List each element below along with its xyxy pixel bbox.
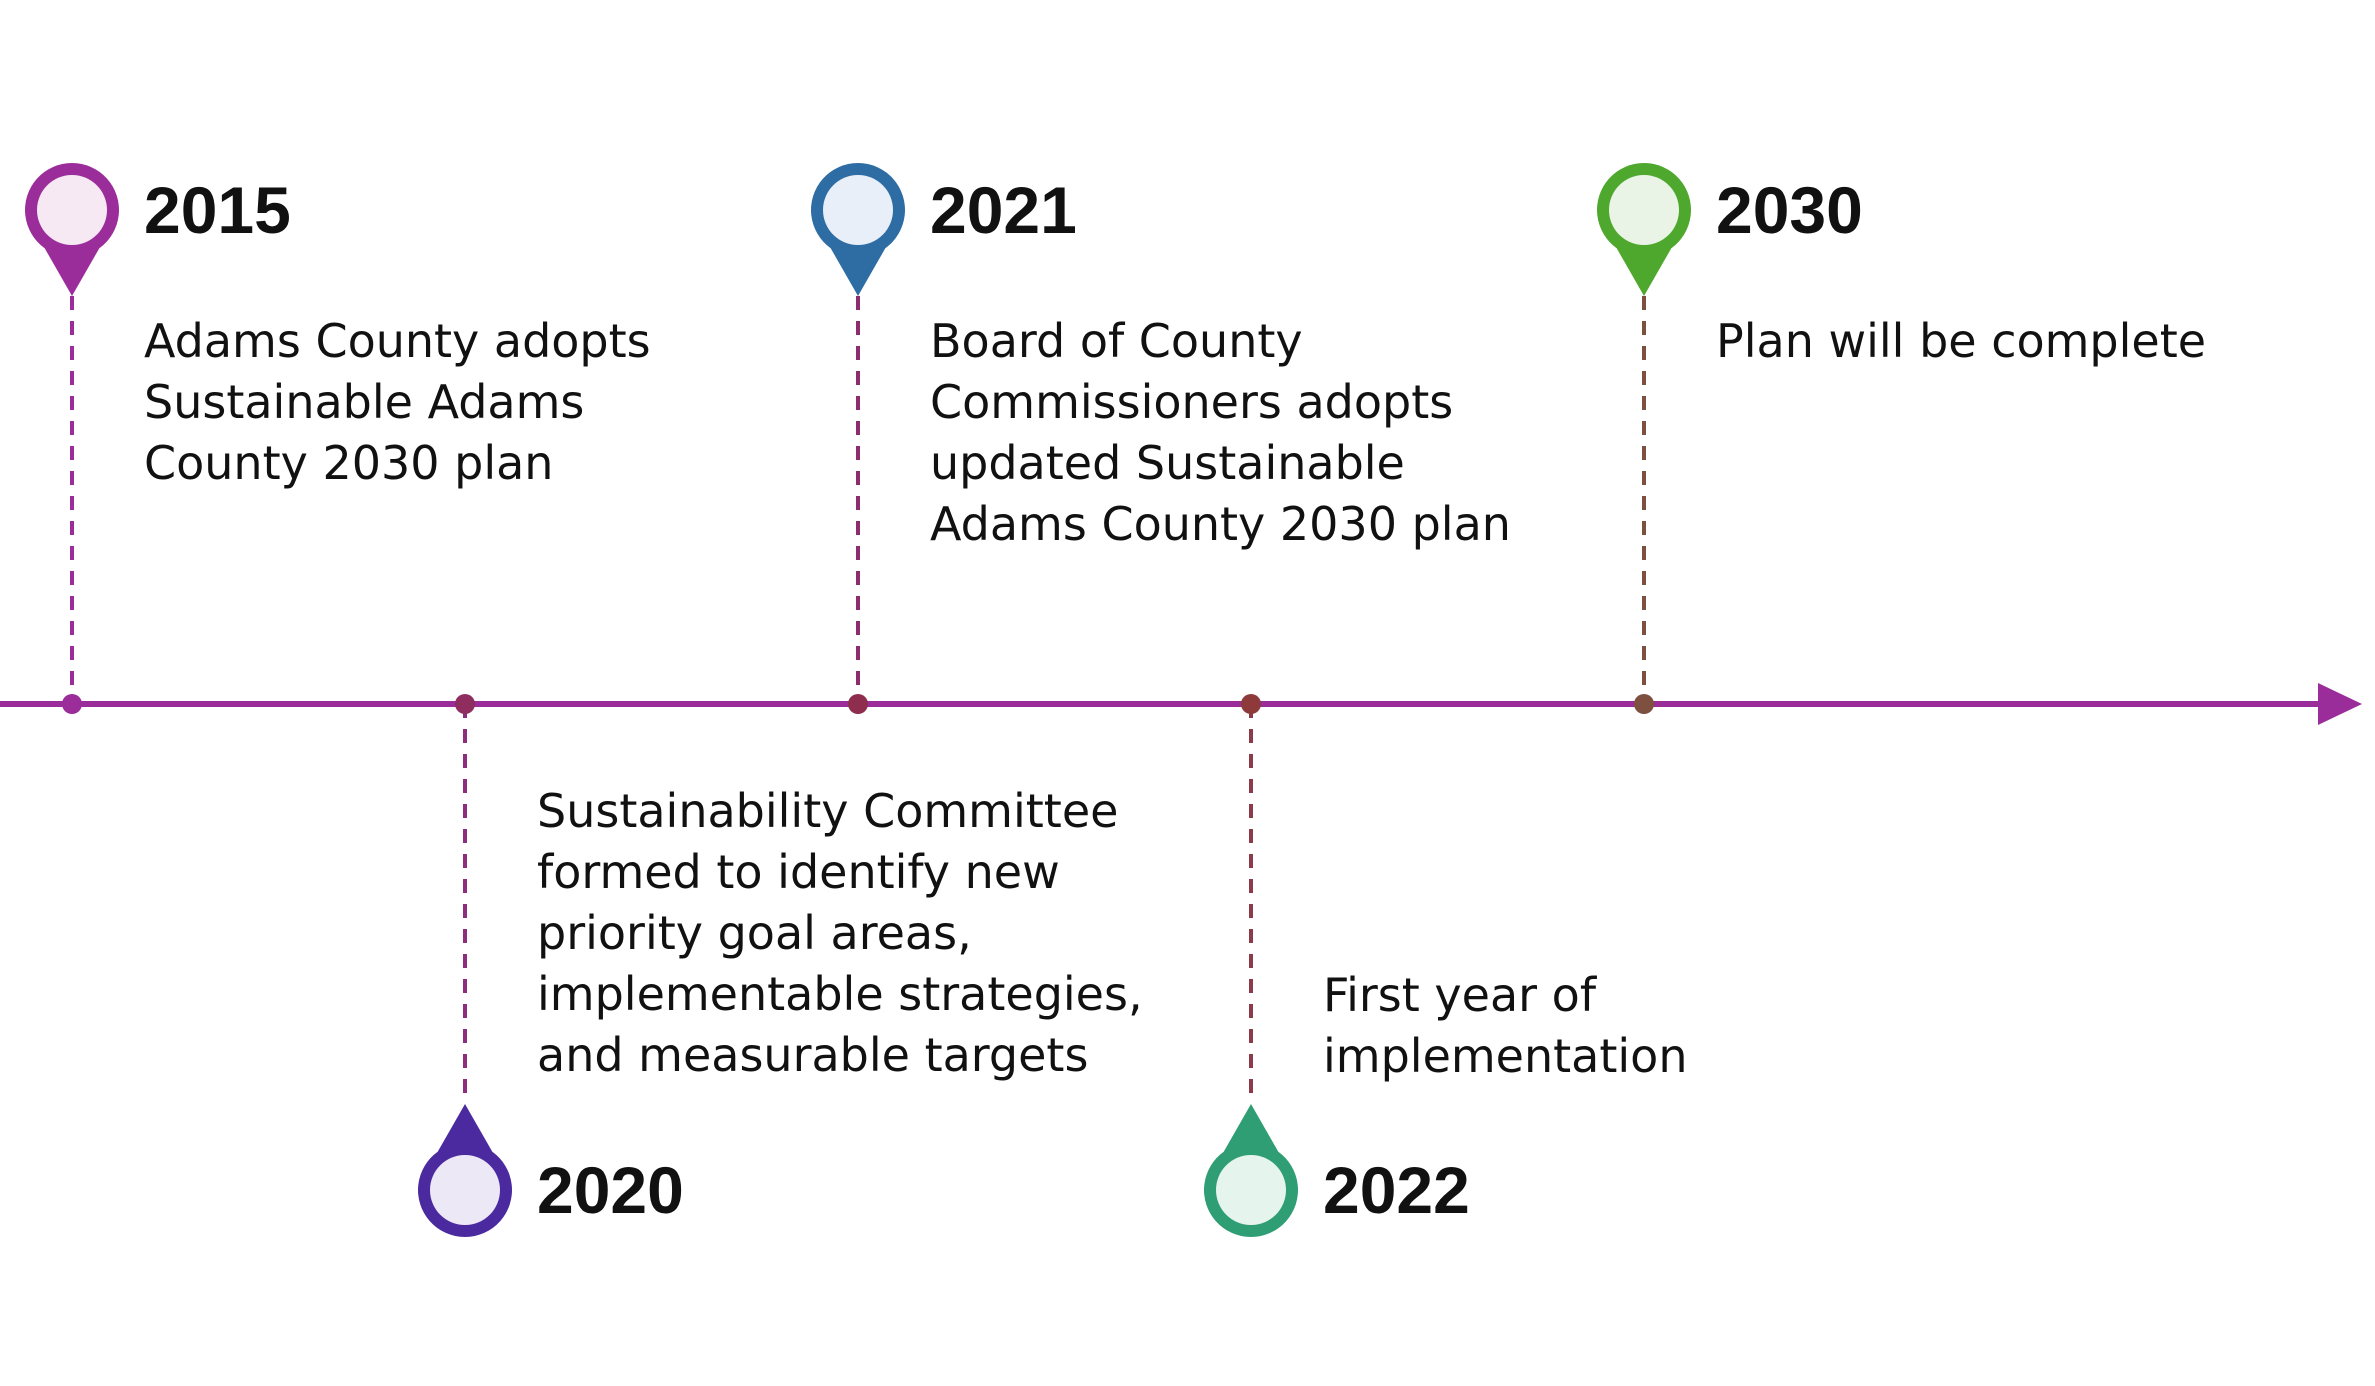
timeline-dot-2015 [62,694,82,714]
event-description-line: priority goal areas, [537,906,972,960]
event-description-line: implementation [1323,1029,1688,1083]
timeline-dot-2022 [1241,694,1261,714]
timeline-dot-2021 [848,694,868,714]
map-pin-inner-icon [823,175,893,245]
event-description-line: and measurable targets [537,1028,1089,1082]
event-description-line: formed to identify new [537,845,1060,899]
timeline-dot-2030 [1634,694,1654,714]
timeline-dot-2020 [455,694,475,714]
event-year-2022: 2022 [1323,1153,1470,1227]
event-description-line: updated Sustainable [930,436,1405,490]
event-description-2020: Sustainability Committee formed to ident… [537,781,1143,1086]
event-description-line: Adams County adopts [144,314,651,368]
event-description-line: Commissioners adopts [930,375,1454,429]
event-description-line: Board of County [930,314,1303,368]
event-description-2030: Plan will be complete [1716,311,2206,372]
event-description-2015: Adams County adopts Sustainable Adams Co… [144,311,651,494]
event-description-2021: Board of County Commissioners adopts upd… [930,311,1511,555]
event-year-2021: 2021 [930,173,1077,247]
event-year-2015: 2015 [144,173,291,247]
map-pin-inner-icon [37,175,107,245]
event-description-line: Sustainability Committee [537,784,1119,838]
map-pin-inner-icon [430,1155,500,1225]
event-description-line: Sustainable Adams [144,375,585,429]
event-description-line: Plan will be complete [1716,314,2207,368]
event-year-2030: 2030 [1716,173,1863,247]
map-pin-inner-icon [1609,175,1679,245]
event-description-line: implementable strategies, [537,967,1143,1021]
map-pin-inner-icon [1216,1155,1286,1225]
event-description-line: Adams County 2030 plan [930,497,1511,551]
event-description-line: First year of [1323,968,1597,1022]
event-description-2022: First year of implementation [1323,965,1687,1087]
event-description-line: County 2030 plan [144,436,554,490]
event-year-2020: 2020 [537,1153,684,1227]
timeline-arrowhead [2318,683,2362,725]
timeline-markers [25,162,1691,1237]
